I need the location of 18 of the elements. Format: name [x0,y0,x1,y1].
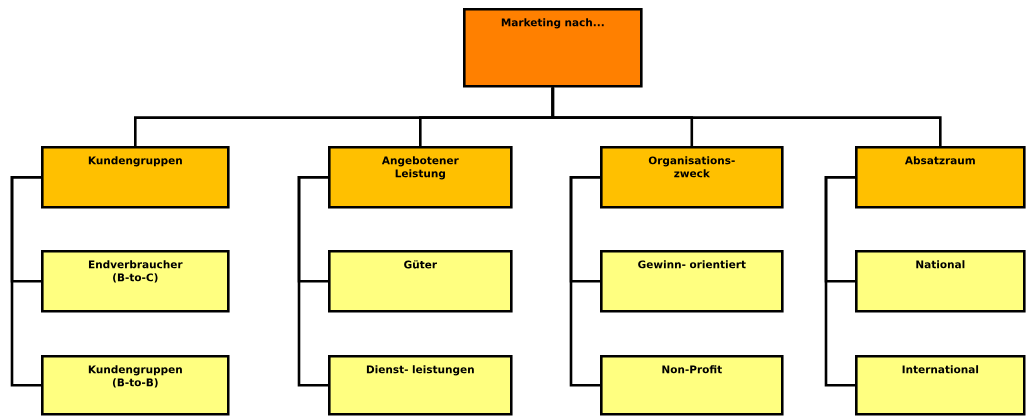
item-box: National [855,250,1026,313]
item-box: Gewinn- orientiert [600,250,784,313]
root-box: Marketing nach... [463,8,643,88]
category-box: Absatzraum [855,146,1026,209]
category-box: Organisations- zweck [600,146,784,209]
item-box: Non-Profit [600,355,784,416]
connector-line [569,176,600,387]
category-box: Angebotener Leistung [328,146,513,209]
item-box: Endverbraucher (B-to-C) [41,250,230,313]
item-box: International [855,355,1026,416]
item-box: Kundengruppen (B-to-B) [41,355,230,416]
connector-line [551,87,942,146]
item-box: Dienst- leistungen [328,355,513,416]
connector-line [10,176,41,387]
connector-line [297,176,328,387]
connector-line [824,176,855,387]
item-box: Güter [328,250,513,313]
category-box: Kundengruppen [41,146,230,209]
